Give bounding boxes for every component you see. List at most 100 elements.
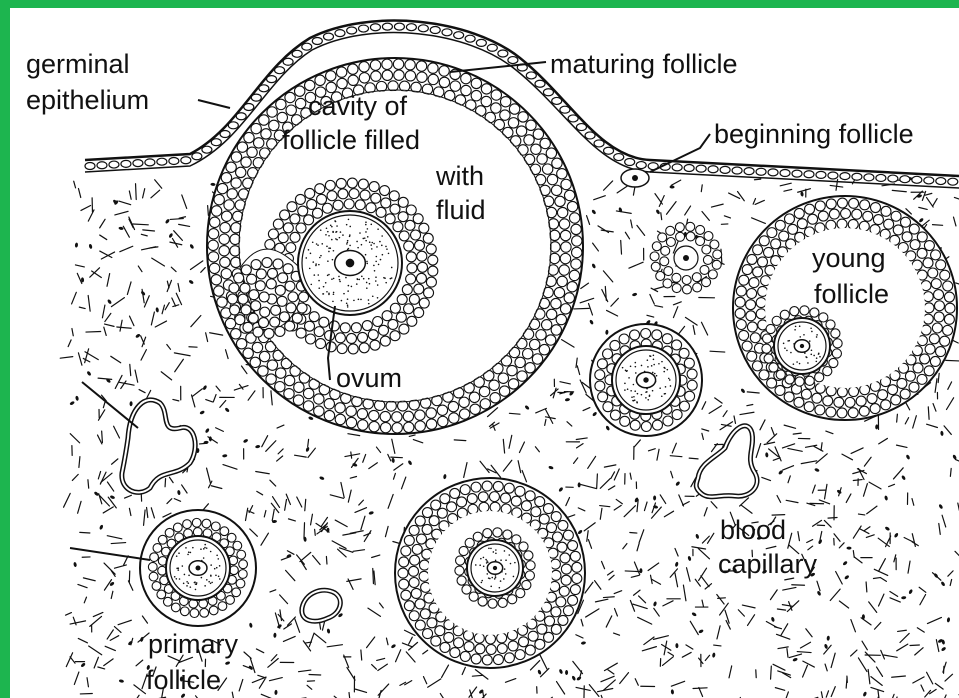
yolk-granule — [219, 565, 221, 567]
stroma-fiber — [825, 484, 827, 499]
yolk-granule — [310, 284, 312, 286]
granulosa-cell — [686, 232, 695, 241]
granulosa-cell — [366, 203, 376, 213]
granulosa-cell — [211, 275, 221, 285]
stroma-fiber — [687, 568, 690, 581]
granulosa-cell — [480, 399, 490, 409]
granulosa-cell — [244, 132, 254, 142]
label-blood: blood — [720, 516, 786, 544]
stroma-fiber — [179, 217, 185, 218]
granulosa-cell — [358, 179, 368, 189]
stroma-fiber — [788, 448, 802, 451]
yolk-granule — [382, 254, 384, 256]
yolk-granule — [216, 567, 218, 569]
granulosa-cell — [473, 532, 482, 541]
stroma-fiber — [248, 391, 255, 400]
granulosa-cell — [780, 310, 789, 319]
granulosa-cell — [672, 273, 681, 282]
granulosa-cell — [305, 321, 315, 331]
stroma-fiber — [714, 645, 721, 646]
stroma-fiber — [287, 551, 294, 555]
granulosa-cell — [684, 358, 694, 368]
epithelium-cell — [312, 38, 322, 45]
granulosa-cell — [936, 260, 946, 270]
granulosa-cell — [924, 303, 934, 313]
granulosa-cell — [826, 199, 836, 209]
stroma-fiber — [353, 550, 364, 552]
granulosa-cell — [240, 283, 250, 293]
yolk-granule — [184, 574, 186, 576]
granulosa-cell — [572, 247, 582, 257]
stroma-nucleus — [189, 244, 194, 250]
stroma-nucleus — [308, 416, 314, 421]
granulosa-cell — [357, 409, 367, 419]
stroma-fiber — [933, 199, 937, 206]
granulosa-cell — [416, 534, 426, 544]
stroma-fiber — [897, 445, 907, 447]
yolk-granule — [210, 551, 212, 553]
yolk-granule — [381, 245, 383, 247]
yolk-granule — [647, 366, 649, 368]
yolk-granule — [651, 365, 653, 367]
granulosa-cell — [459, 546, 468, 555]
granulosa-cell — [417, 72, 427, 82]
stroma-fiber — [151, 190, 160, 198]
granulosa-cell — [290, 214, 300, 224]
yolk-granule — [371, 248, 373, 250]
yolk-granule — [381, 235, 383, 237]
stroma-fiber — [119, 382, 134, 385]
yolk-granule — [326, 291, 328, 293]
granulosa-cell — [517, 371, 527, 381]
stroma-fiber — [711, 204, 723, 207]
stroma-fiber — [259, 679, 265, 688]
granulosa-cell — [485, 634, 495, 644]
stroma-fiber — [784, 692, 788, 698]
stroma-nucleus — [188, 279, 194, 284]
granulosa-cell — [490, 502, 500, 512]
granulosa-cell — [530, 164, 540, 174]
yolk-granule — [495, 575, 497, 577]
granulosa-cell — [393, 222, 403, 232]
yolk-granule — [653, 359, 655, 361]
granulosa-cell — [539, 344, 549, 354]
stroma-fiber — [705, 655, 709, 660]
epithelium-cell — [604, 147, 614, 154]
stroma-fiber — [616, 499, 622, 503]
granulosa-cell — [661, 246, 670, 255]
yolk-granule — [356, 278, 358, 280]
stroma-nucleus — [107, 299, 112, 305]
granulosa-cell — [411, 230, 421, 240]
stroma-fiber — [440, 694, 443, 698]
yolk-granule — [333, 250, 335, 252]
stroma-fiber — [868, 670, 870, 684]
yolk-granule — [316, 243, 318, 245]
granulosa-cell — [267, 360, 277, 370]
stroma-nucleus — [80, 662, 86, 668]
granulosa-cell — [805, 204, 815, 214]
stroma-fiber — [675, 573, 678, 587]
stroma-fiber — [608, 571, 614, 575]
granulosa-cell — [380, 422, 390, 432]
granulosa-cell — [258, 366, 268, 376]
granulosa-cell — [460, 651, 470, 661]
granulosa-cell — [560, 253, 570, 263]
granulosa-cell — [398, 568, 408, 578]
stroma-nucleus — [368, 511, 374, 515]
granulosa-cell — [943, 325, 953, 335]
stroma-nucleus — [391, 644, 397, 649]
yolk-granule — [216, 555, 218, 557]
granulosa-cell — [293, 395, 303, 405]
epithelium-cell — [840, 173, 850, 180]
yolk-granule — [372, 295, 374, 297]
granulosa-cell — [529, 319, 539, 329]
stroma-fiber — [724, 216, 730, 218]
stroma-fiber — [672, 443, 676, 453]
stroma-nucleus — [202, 385, 207, 391]
granulosa-cell — [560, 230, 570, 240]
stroma-nucleus — [559, 669, 564, 675]
stroma-fiber — [825, 664, 827, 671]
granulosa-cell — [767, 228, 777, 238]
granulosa-cell — [934, 301, 944, 311]
stroma-fiber — [783, 587, 796, 590]
granulosa-cell — [247, 147, 257, 157]
